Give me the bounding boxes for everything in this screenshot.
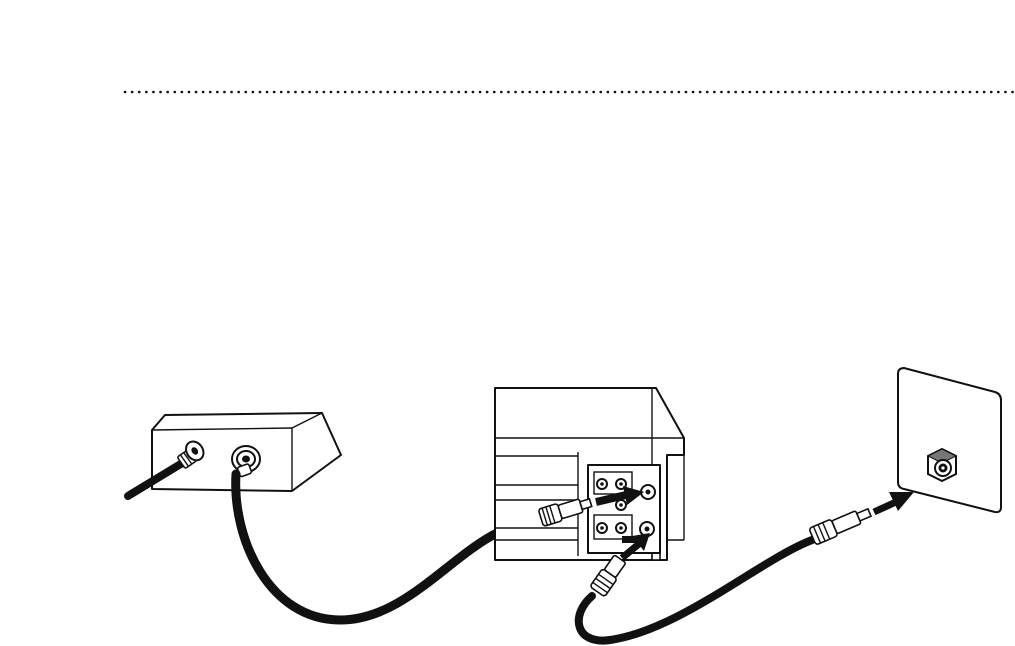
wall-f-jack [928,449,956,481]
wall-antenna-outlet [898,368,1001,512]
arrow-to-wall-jack [874,492,914,512]
rca-jack [597,479,607,489]
rca-jack [616,500,626,510]
vcr-rear-panel [588,465,660,553]
rca-jack [616,523,626,533]
rca-jack [597,523,607,533]
wall-plug [809,504,873,545]
